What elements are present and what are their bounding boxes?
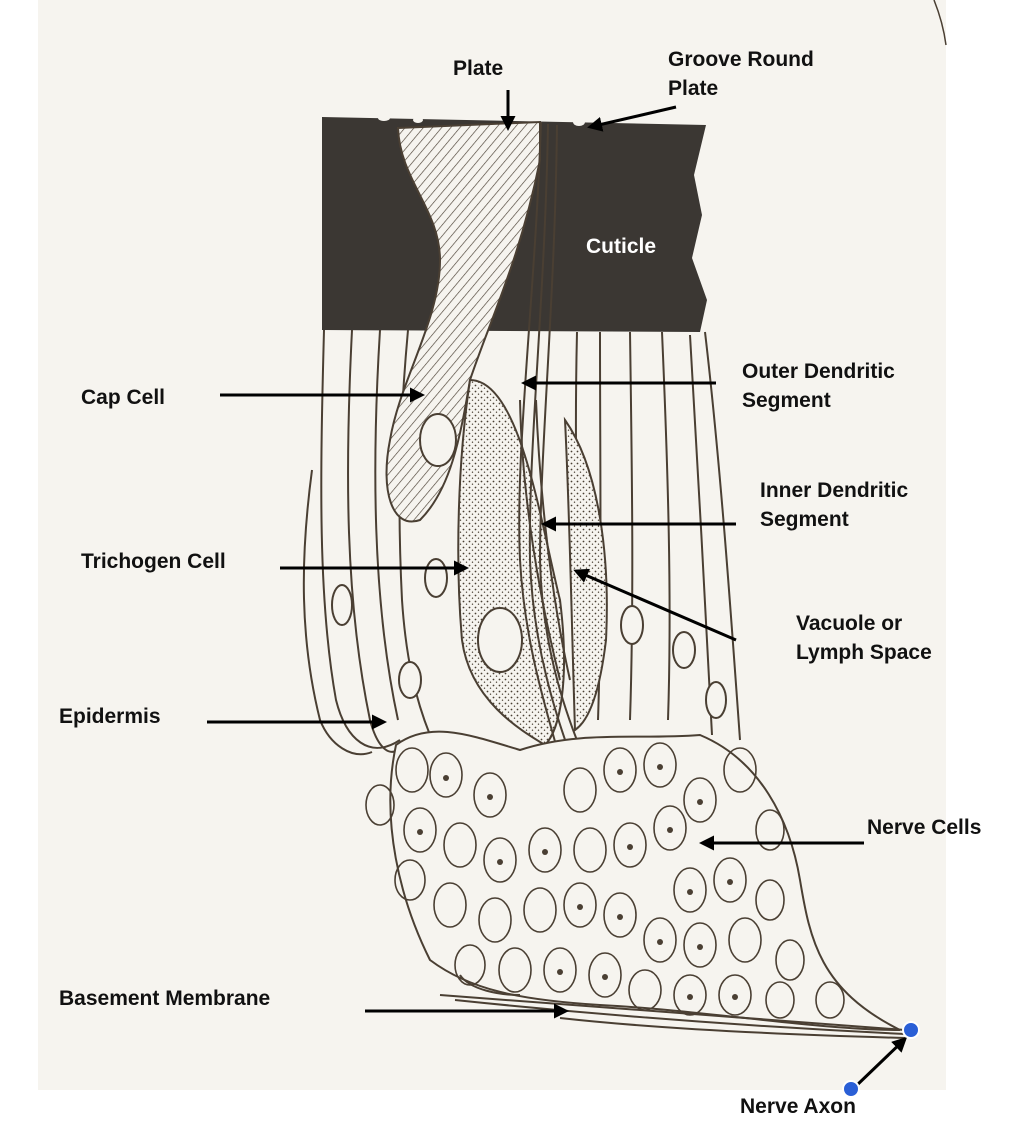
cuticle-pore-1	[378, 115, 390, 121]
label-cap-cell: Cap Cell	[81, 386, 166, 409]
epidermis-nuclei	[331, 558, 727, 719]
cap-cell-nucleus	[419, 413, 457, 467]
label-outer-dendritic-segment: Outer Dendritic Segment	[742, 360, 895, 412]
cuticle-pore-2	[413, 117, 423, 123]
label-nerve-cells: Nerve Cells	[867, 816, 982, 839]
marker-dot-axon-label	[842, 1080, 860, 1098]
marker-dot-axon-end	[902, 1021, 920, 1039]
label-basement-membrane: Basement Membrane	[59, 987, 271, 1010]
arrow-groove-round-plate	[587, 105, 677, 132]
corner-line	[933, 0, 947, 46]
label-groove-round-plate: Groove Round Plate	[668, 48, 814, 100]
trichogen-nucleus	[477, 607, 523, 673]
label-nerve-axon: Nerve Axon	[740, 1095, 856, 1118]
label-cuticle: Cuticle	[586, 235, 657, 258]
arrow-vacuole	[573, 568, 737, 642]
nerve-cell-nuclei-dots	[417, 764, 738, 1000]
dendrite-lines	[518, 121, 586, 761]
label-inner-dendritic-segment: Inner Dendritic Segment	[760, 479, 909, 531]
nerve-cell-cluster	[389, 730, 901, 1031]
arrow-nerve-axon	[854, 1036, 908, 1088]
cuticle-pore-3	[573, 118, 585, 126]
label-arrows	[207, 90, 908, 1088]
basement-membrane-lines	[439, 974, 906, 1039]
label-trichogen-cell: Trichogen Cell	[81, 550, 226, 573]
trichogen-cell	[457, 378, 565, 747]
label-epidermis: Epidermis	[59, 705, 161, 728]
label-vacuole-or-lymph-space: Vacuole or Lymph Space	[796, 612, 932, 664]
label-plate: Plate	[453, 57, 504, 80]
nerve-cell-bodies	[365, 742, 845, 1019]
